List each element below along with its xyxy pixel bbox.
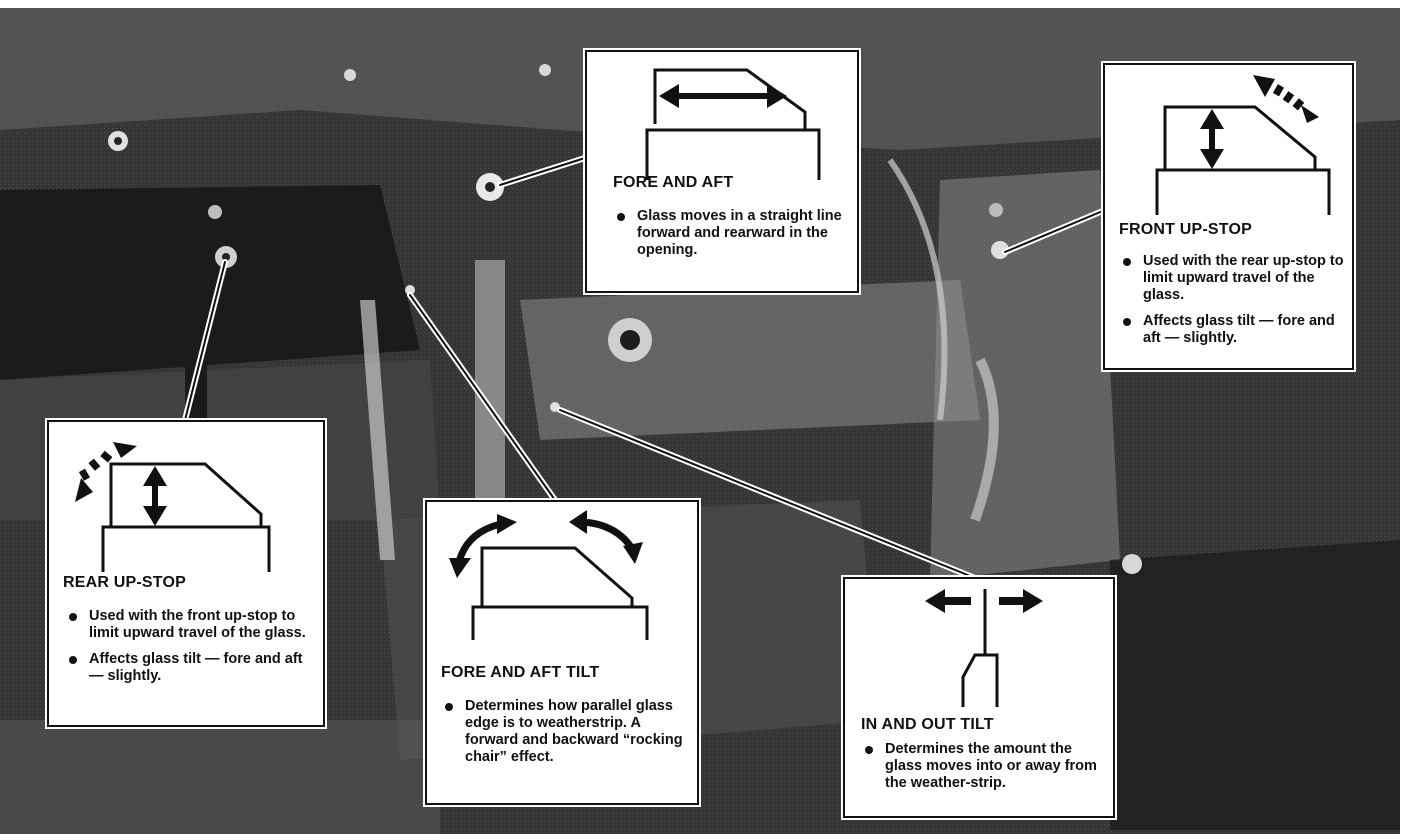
front-upstop-glass-icon [1155,75,1331,215]
horizontal-double-arrow-icon [659,84,787,108]
fore-aft-glass-icon [645,68,821,180]
vertical-double-arrow-icon [1200,109,1224,169]
callout-bullets: Determines the amount the glass moves in… [861,741,1106,801]
callout-fore-and-aft: FORE AND AFT Glass moves in a straight l… [583,48,861,295]
bullet-item: Determines how parallel glass edge is to… [441,698,691,766]
curved-dashed-arrow-icon [75,442,137,502]
callout-fore-and-aft-tilt: FORE AND AFT TILT Determines how paralle… [423,498,701,807]
bullet-item: Used with the rear up-stop to limit upwa… [1119,253,1345,304]
callout-bullets: Used with the rear up-stop to limit upwa… [1119,253,1345,356]
left-arrow-icon [925,589,971,613]
callout-bullets: Determines how parallel glass edge is to… [441,698,691,775]
callout-title: REAR UP-STOP [63,574,187,591]
callout-bullets: Used with the front up-stop to limit upw… [65,608,315,694]
vertical-double-arrow-icon [143,466,167,526]
bullet-item: Affects glass tilt — fore and aft — slig… [65,651,315,685]
callout-title: FRONT UP-STOP [1119,221,1252,238]
right-arrow-icon [999,589,1043,613]
callout-in-and-out-tilt: IN AND OUT TILT Determines the amount th… [841,575,1117,820]
callout-rear-up-stop: REAR UP-STOP Used with the front up-stop… [45,418,327,729]
callout-title: IN AND OUT TILT [861,716,994,733]
bullet-item: Used with the front up-stop to limit upw… [65,608,315,642]
bullet-item: Determines the amount the glass moves in… [861,741,1106,792]
fore-aft-tilt-glass-icon [449,510,649,640]
callout-bullets: Glass moves in a straight line forward a… [613,208,843,268]
rear-upstop-glass-icon [75,442,271,572]
in-out-tilt-glass-icon [925,589,1043,707]
curved-arrow-right-icon [569,510,643,564]
callout-title: FORE AND AFT TILT [441,664,600,681]
bullet-item: Affects glass tilt — fore and aft — slig… [1119,313,1345,347]
callout-title: FORE AND AFT [613,174,734,191]
curved-arrow-left-icon [449,514,517,578]
callout-front-up-stop: FRONT UP-STOP Used with the rear up-stop… [1101,61,1356,372]
curved-dashed-arrow-icon [1253,75,1319,123]
bullet-item: Glass moves in a straight line forward a… [613,208,843,259]
